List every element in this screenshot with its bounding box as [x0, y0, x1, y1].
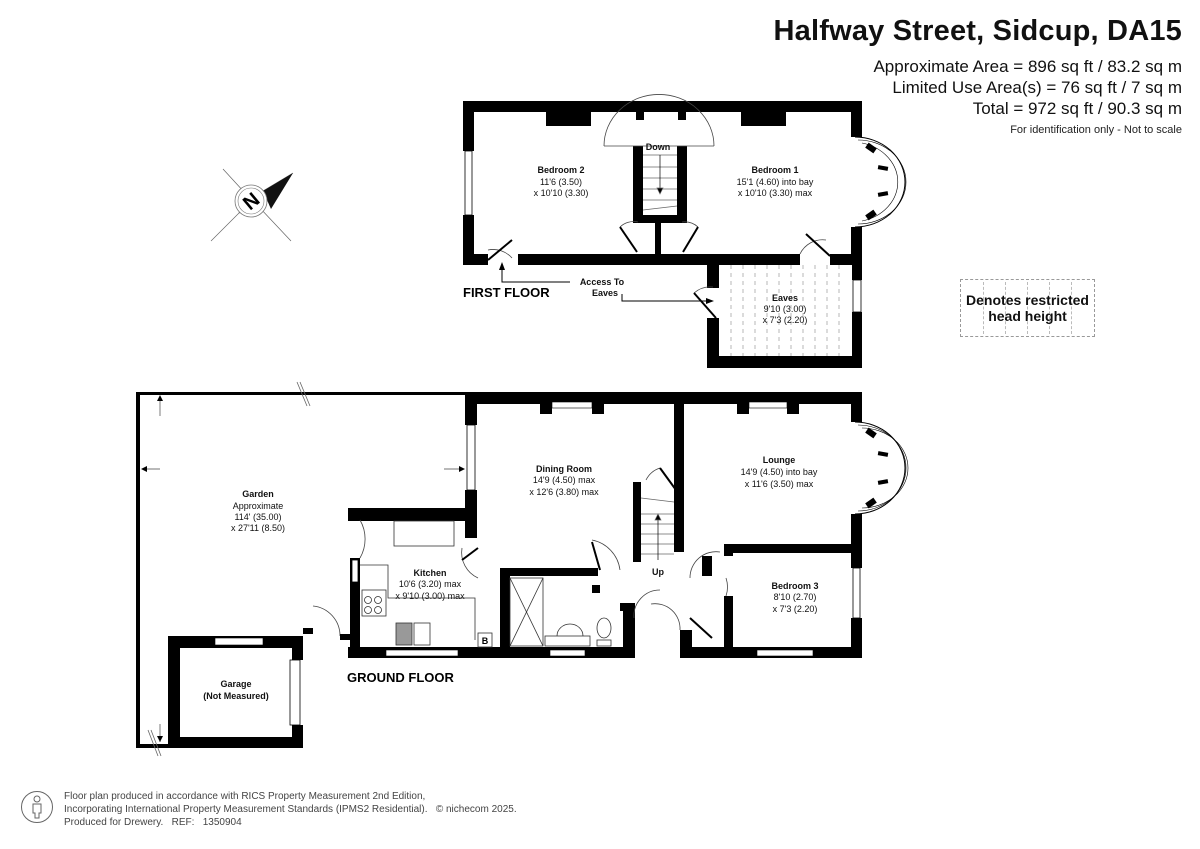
svg-text:x 11'6 (3.50) max: x 11'6 (3.50) max — [745, 479, 814, 489]
svg-text:14'9 (4.50) max: 14'9 (4.50) max — [533, 475, 596, 485]
legend-line-1: Denotes restricted — [966, 292, 1089, 308]
svg-text:9'10 (3.00): 9'10 (3.00) — [764, 304, 807, 314]
room-name-bedroom-2: Bedroom 2 — [537, 165, 584, 175]
bay-window-lounge — [854, 421, 909, 515]
room-name-kitchen: Kitchen — [413, 568, 446, 578]
svg-text:x 27'11 (8.50): x 27'11 (8.50) — [231, 523, 285, 533]
room-name-dining-room: Dining Room — [536, 464, 592, 474]
svg-text:15'1 (4.60) into bay: 15'1 (4.60) into bay — [737, 177, 814, 187]
kitchen-fittings — [360, 520, 493, 648]
footer: Floor plan produced in accordance with R… — [20, 790, 517, 829]
property-title: Halfway Street, Sidcup, DA15 — [773, 15, 1182, 47]
footer-line-3: Produced for Drewery. REF: 1350904 — [64, 817, 242, 828]
svg-text:x 12'6 (3.80) max: x 12'6 (3.80) max — [529, 487, 599, 497]
approximate-area: Approximate Area = 896 sq ft / 83.2 sq m — [873, 57, 1182, 76]
first-floor-plan — [463, 101, 862, 265]
svg-text:x 9'10 (3.00) max: x 9'10 (3.00) max — [395, 591, 465, 601]
bay-window-bedroom-1 — [854, 136, 907, 228]
ground-floor-label: GROUND FLOOR — [347, 670, 454, 685]
header: Halfway Street, Sidcup, DA15 Approximate… — [774, 14, 1183, 136]
stairs-down — [642, 154, 678, 211]
restricted-head-height-legend: Denotes restricted head height — [960, 279, 1095, 337]
svg-text:x 10'10 (3.30) max: x 10'10 (3.30) max — [738, 188, 813, 198]
stairs-up — [640, 497, 675, 560]
room-name-lounge: Lounge — [763, 455, 796, 465]
total-area: Total = 972 sq ft / 90.3 sq m — [972, 99, 1182, 118]
scale-note: For identification only - Not to scale — [1010, 124, 1182, 136]
room-name-eaves: Eaves — [772, 293, 798, 303]
svg-text:x 10'10 (3.30): x 10'10 (3.30) — [534, 188, 589, 198]
compass-north-icon: N — [210, 168, 294, 242]
garage — [168, 628, 350, 748]
svg-text:x 7'3 (2.20): x 7'3 (2.20) — [773, 604, 818, 614]
garden-boundary — [136, 381, 466, 757]
boiler-label: B — [482, 636, 489, 646]
person-scale-icon — [21, 791, 53, 823]
ground-floor-plan — [348, 392, 862, 658]
svg-text:(Not Measured): (Not Measured) — [203, 691, 269, 701]
footer-line-1: Floor plan produced in accordance with R… — [64, 791, 426, 802]
room-name-garden: Garden — [242, 489, 274, 499]
stairs-down-label: Down — [646, 142, 671, 152]
svg-text:Approximate: Approximate — [233, 501, 284, 511]
room-name-garage: Garage — [220, 679, 251, 689]
svg-text:10'6 (3.20) max: 10'6 (3.20) max — [399, 579, 462, 589]
footer-line-2: Incorporating International Property Mea… — [64, 804, 517, 815]
svg-text:x 7'3 (2.20): x 7'3 (2.20) — [763, 315, 808, 325]
eaves-room — [693, 256, 862, 368]
svg-text:11'6 (3.50): 11'6 (3.50) — [540, 177, 582, 187]
svg-text:14'9 (4.50) into bay: 14'9 (4.50) into bay — [741, 467, 818, 477]
access-to-eaves-label: Access To — [580, 277, 625, 287]
shower-room-fittings — [509, 577, 612, 647]
limited-use-area: Limited Use Area(s) = 76 sq ft / 7 sq m — [892, 78, 1182, 97]
room-name-bedroom-3: Bedroom 3 — [771, 581, 818, 591]
first-floor-label: FIRST FLOOR — [463, 285, 550, 300]
room-name-bedroom-1: Bedroom 1 — [751, 165, 798, 175]
legend-line-2: head height — [988, 308, 1067, 324]
svg-text:114' (35.00): 114' (35.00) — [234, 512, 281, 522]
stairs-up-label: Up — [652, 567, 664, 577]
svg-text:Eaves: Eaves — [592, 288, 618, 298]
svg-text:8'10 (2.70): 8'10 (2.70) — [774, 592, 817, 602]
